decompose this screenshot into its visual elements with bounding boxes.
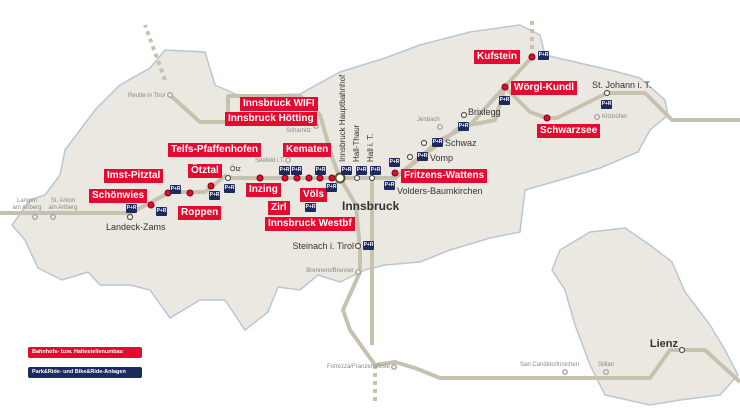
label-schwarzsee: Schwarzsee: [537, 124, 601, 138]
label-kematen: Kematen: [283, 143, 332, 157]
station-hall-thaur: Hall-Thaur: [352, 124, 361, 162]
park-ride-icon: P+R: [432, 138, 443, 147]
park-ride-icon: P+R: [224, 184, 235, 193]
park-ride-icon: P+R: [170, 185, 181, 194]
park-ride-icon: P+R: [499, 96, 510, 105]
label-woergl-kundl: Wörgl-Kundl: [511, 81, 577, 95]
park-ride-icon: P+R: [384, 181, 395, 190]
legend-station-rebuild: Bahnhofs- bzw. Haltestellenumbau: [28, 347, 142, 358]
label-innsbruck-wifi: Innsbruck WIFI: [240, 97, 318, 111]
dotted-continuations: [143, 18, 534, 405]
park-ride-icon: P+R: [363, 241, 374, 250]
park-ride-icon: P+R: [126, 204, 137, 213]
label-oetztal: Ötztal: [188, 164, 222, 178]
station-volders: Volders-Baumkirchen: [397, 186, 483, 196]
station-brixlegg: Brixlegg: [468, 107, 501, 117]
station-innsbruck-hbf: Innsbruck Hauptbahnhof: [338, 74, 347, 162]
station-vomp: Vomp: [430, 153, 454, 163]
park-ride-icon: P+R: [370, 166, 381, 175]
park-ride-icon: P+R: [305, 203, 316, 212]
park-ride-icon: P+R: [538, 51, 549, 60]
label-schoenwies: Schönwies: [89, 189, 148, 203]
east-tyrol-region: [551, 227, 739, 406]
white-station-dots: [126, 89, 686, 354]
station-scharnitz: Scharnitz: [286, 128, 312, 134]
label-telfs-pfaffenhofen: Telfs-Pfaffenhofen: [168, 143, 262, 157]
park-ride-icon: P+R: [326, 183, 337, 192]
label-imst-pitztal: Imst-Pitztal: [104, 169, 164, 183]
label-kufstein: Kufstein: [474, 50, 520, 64]
park-ride-icon: P+R: [315, 166, 326, 175]
label-fritzens-wattens: Fritzens-Wattens: [401, 169, 488, 183]
innsbruck-hub: [334, 172, 346, 184]
park-ride-icon: P+R: [458, 122, 469, 131]
station-st-johann: St. Johann i. T.: [592, 80, 652, 90]
station-steinach: Steinach i. Tirol: [292, 241, 354, 251]
station-fortezza: Fortezza/Franzensfeste: [326, 364, 390, 370]
station-st-anton: St. Anton am Arlberg: [48, 198, 78, 211]
legend-park-ride: Park&Ride- und Bike&Ride-Anlagen: [28, 367, 142, 378]
station-san-candido: San Candido/Innichen: [520, 362, 580, 368]
park-ride-icon: P+R: [417, 152, 428, 161]
label-inzing: Inzing: [246, 183, 281, 197]
city-lienz: Lienz: [649, 338, 678, 350]
station-sillian: Sillian: [598, 362, 615, 368]
station-brenner: Brennero/Brenner: [306, 268, 354, 274]
label-voels: Völs: [300, 188, 328, 202]
park-ride-icon: P+R: [389, 158, 400, 167]
park-ride-icon: P+R: [341, 166, 352, 175]
city-innsbruck: Innsbruck: [342, 199, 400, 213]
label-zirl: Zirl: [268, 201, 290, 215]
station-oetz: Ötz: [230, 166, 241, 173]
red-station-dots: [147, 53, 551, 209]
station-landeck-zams: Landeck-Zams: [106, 222, 166, 232]
label-innsbruck-westbf: Innsbruck Westbf: [265, 217, 355, 231]
station-hall: Hall i. T.: [366, 133, 375, 162]
label-roppen: Roppen: [178, 206, 222, 220]
label-innsbruck-hoetting: Innsbruck Hötting: [225, 112, 317, 126]
station-langen: Langen am Arlberg: [12, 198, 42, 211]
station-reutte: Reutte in Tirol: [128, 93, 166, 99]
station-jenbach: Jenbach: [417, 117, 440, 123]
station-schwaz: Schwaz: [445, 138, 477, 148]
park-ride-icon: P+R: [279, 166, 290, 175]
park-ride-icon: P+R: [156, 207, 167, 216]
station-seefeld: Seefeld i.T.: [255, 158, 285, 164]
park-ride-icon: P+R: [356, 166, 367, 175]
park-ride-icon: P+R: [291, 166, 302, 175]
station-kitzbuehel: Kitzbühel: [602, 114, 627, 120]
park-ride-icon: P+R: [601, 100, 612, 109]
park-ride-icon: P+R: [209, 191, 220, 200]
gray-station-dots: [32, 92, 609, 375]
